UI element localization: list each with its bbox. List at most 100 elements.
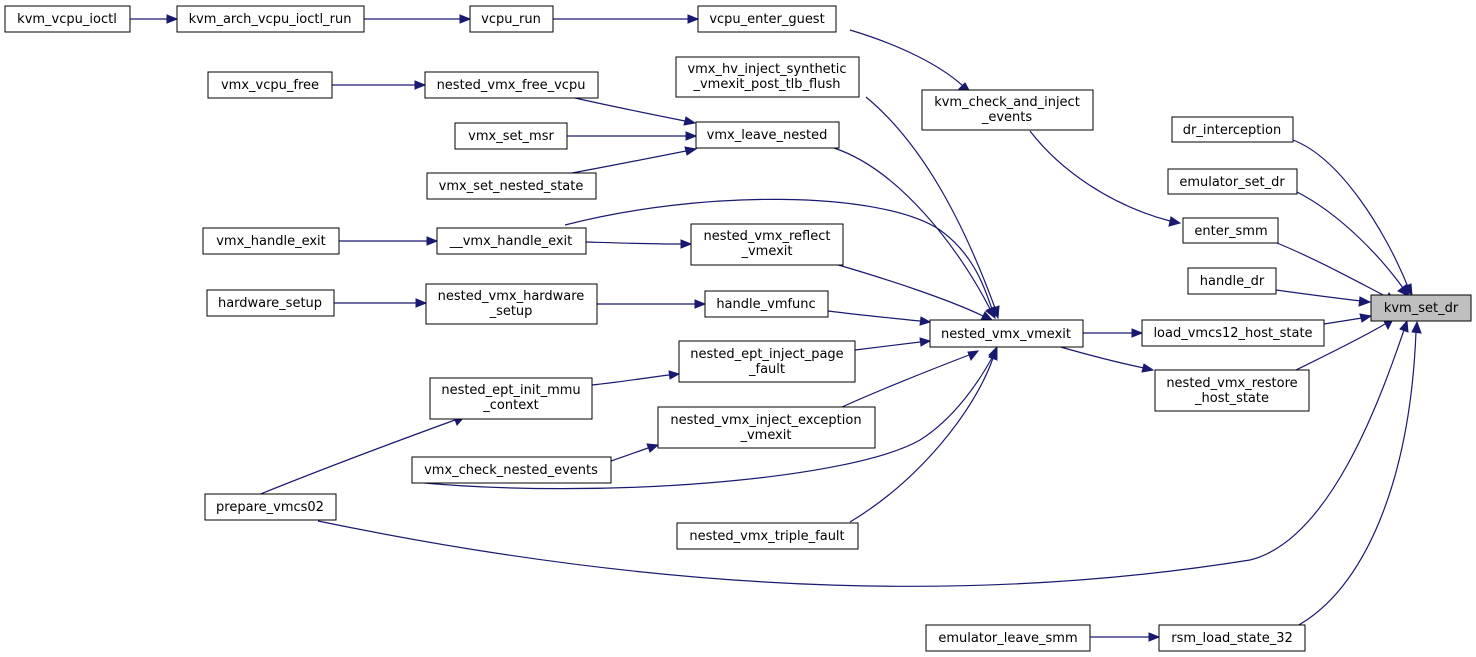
node-nested_vmx_triple_fault[interactable]: nested_vmx_triple_fault	[676, 522, 859, 550]
edge-rsm_load_state_32-kvm_set_dr	[1294, 320, 1422, 628]
node-vcpu_run[interactable]: vcpu_run	[469, 5, 554, 33]
node-load_vmcs12_host_state[interactable]: load_vmcs12_host_state	[1141, 319, 1325, 347]
node-kvm_vcpu_ioctl[interactable]: kvm_vcpu_ioctl	[4, 5, 131, 33]
node-label: vmx_set_nested_state	[439, 179, 584, 194]
node-label: vmx_vcpu_free	[221, 78, 319, 93]
edge-set_msr-leave_nested	[567, 131, 698, 141]
edge-vmx_handle_exit-__vmx_handle_exit	[339, 236, 439, 246]
edge-emulator_set_dr-kvm_set_dr	[1296, 191, 1410, 297]
node-label: _vmexit	[740, 244, 792, 259]
node-vmx_leave_nested[interactable]: vmx_leave_nested	[695, 121, 840, 149]
node-vcpu_enter_guest[interactable]: vcpu_enter_guest	[697, 5, 837, 33]
node-handle_vmfunc[interactable]: handle_vmfunc	[704, 290, 829, 318]
edge-free_vcpu-leave_nested	[574, 97, 697, 126]
node-label: _setup	[489, 304, 533, 319]
node-label: rsm_load_state_32	[1171, 631, 1293, 646]
node-rsm_load_state_32[interactable]: rsm_load_state_32	[1158, 624, 1306, 652]
node-label: kvm_vcpu_ioctl	[17, 12, 117, 27]
node-label: nested_ept_init_mmu	[441, 383, 580, 398]
edge-check_nested-inject_exception	[610, 443, 660, 462]
node-vmx_vcpu_free[interactable]: vmx_vcpu_free	[207, 71, 333, 99]
node-label: kvm_check_and_inject	[934, 95, 1080, 110]
edge-triple_fault-vmexit	[849, 347, 998, 523]
edge-vmexit-restore_host	[1056, 345, 1155, 373]
node-label: kvm_arch_vcpu_ioctl_run	[189, 12, 352, 27]
edge-__handle_exit-reflect	[585, 239, 693, 249]
node-emulator_leave_smm[interactable]: emulator_leave_smm	[925, 624, 1091, 652]
node-label: _context	[482, 398, 539, 413]
edge-inject_exception-vmexit	[841, 350, 980, 408]
node-vmx_handle_exit[interactable]: vmx_handle_exit	[202, 227, 340, 255]
node-label: vmx_check_nested_events	[424, 463, 598, 478]
node-label: vmx_set_msr	[468, 129, 554, 144]
node-nested_vmx_restore_host_state[interactable]: nested_vmx_restore _host_state	[1154, 369, 1310, 412]
node-prepare_vmcs02[interactable]: prepare_vmcs02	[204, 493, 337, 521]
node-label: hardware_setup	[218, 296, 322, 311]
edge-leave_nested-vmexit	[833, 147, 996, 320]
edge-handle_dr-kvm_set_dr	[1275, 289, 1372, 307]
node-label: load_vmcs12_host_state	[1153, 326, 1312, 341]
node-nested_ept_init_mmu_context[interactable]: nested_ept_init_mmu _context	[429, 377, 593, 420]
node-kvm_check_and_inject_events[interactable]: kvm_check_and_inject _events	[921, 89, 1094, 131]
edge-handle_exit-vmexit	[564, 198, 996, 320]
edge-vcpu_run-vcpu_enter_guest	[553, 14, 700, 24]
node-label: _vmexit_post_tlb_flush	[692, 77, 840, 92]
node-label: handle_vmfunc	[716, 297, 815, 312]
node-label: prepare_vmcs02	[216, 500, 324, 515]
node-enter_smm[interactable]: enter_smm	[1182, 217, 1279, 244]
edge-vcpu_free-free_vcpu	[332, 80, 427, 90]
node-label: nested_vmx_restore	[1166, 376, 1297, 391]
node-vmx_set_nested_state[interactable]: vmx_set_nested_state	[426, 172, 597, 200]
node-label: handle_dr	[1200, 274, 1265, 289]
node-label: vmx_hv_inject_synthetic	[687, 62, 846, 77]
node-__vmx_handle_exit[interactable]: __vmx_handle_exit	[436, 227, 587, 255]
edge-set_nested_state-leave_nested	[571, 146, 698, 174]
edge-vmexit-load_vmcs12	[1083, 328, 1144, 338]
node-dr_interception[interactable]: dr_interception	[1171, 116, 1294, 143]
node-nested_vmx_free_vcpu[interactable]: nested_vmx_free_vcpu	[424, 71, 599, 99]
edge-vcpu_enter_guest-check_inject	[849, 29, 972, 93]
node-vmx_set_msr[interactable]: vmx_set_msr	[454, 122, 568, 150]
node-label: emulator_leave_smm	[938, 631, 1077, 646]
edge-nested_hw-vmfunc	[597, 299, 707, 309]
node-vmx_check_nested_events[interactable]: vmx_check_nested_events	[411, 456, 612, 484]
node-label: nested_vmx_hardware	[438, 289, 585, 304]
edge-vmfunc-vmexit	[827, 310, 932, 326]
node-label: dr_interception	[1183, 123, 1281, 138]
node-label: enter_smm	[1194, 224, 1267, 239]
node-label: nested_ept_inject_page	[690, 347, 843, 362]
node-nested_vmx_inject_exception_vmexit[interactable]: nested_vmx_inject_exception _vmexit	[657, 406, 876, 449]
edge-load_vmcs12-kvm_set_dr	[1323, 313, 1373, 325]
edge-reflect-vmexit	[834, 263, 994, 321]
node-nested_ept_inject_page_fault[interactable]: nested_ept_inject_page _fault	[678, 340, 856, 383]
node-label: vmx_handle_exit	[216, 234, 326, 249]
node-nested_vmx_reflect_vmexit[interactable]: nested_vmx_reflect _vmexit	[690, 223, 844, 266]
node-vmx_hv_inject_synthetic[interactable]: vmx_hv_inject_synthetic _vmexit_post_tlb…	[675, 56, 860, 98]
node-label: __vmx_handle_exit	[449, 234, 573, 249]
node-label: kvm_set_dr	[1384, 301, 1459, 316]
edge-ept_inject-vmexit	[854, 337, 932, 351]
node-label: nested_vmx_reflect	[704, 229, 831, 244]
node-label: _vmexit	[739, 428, 791, 443]
node-nested_vmx_hardware_setup[interactable]: nested_vmx_hardware _setup	[425, 283, 598, 325]
node-nested_vmx_vmexit[interactable]: nested_vmx_vmexit	[929, 319, 1084, 348]
node-label: nested_vmx_inject_exception	[670, 413, 861, 428]
node-handle_dr[interactable]: handle_dr	[1187, 267, 1277, 295]
node-kvm_set_dr[interactable]: kvm_set_dr	[1370, 294, 1472, 322]
node-label: nested_vmx_free_vcpu	[437, 78, 586, 93]
edge-kvm_vcpu_ioctl-kvm_arch	[130, 14, 179, 24]
node-label: nested_vmx_triple_fault	[689, 529, 844, 544]
edge-check_inject-enter_smm	[1029, 130, 1182, 227]
node-emulator_set_dr[interactable]: emulator_set_dr	[1167, 168, 1298, 195]
node-label: _host_state	[1194, 391, 1269, 406]
node-hardware_setup[interactable]: hardware_setup	[206, 289, 335, 317]
edge-dr_interception-kvm_set_dr	[1292, 139, 1413, 297]
edge-kvm_arch-vcpu_run	[364, 14, 472, 24]
edge-emulator_leave_smm-rsm_load	[1090, 632, 1161, 642]
node-label: emulator_set_dr	[1179, 175, 1285, 190]
edge-init_mmu-ept_inject	[591, 370, 681, 386]
node-kvm_arch_vcpu_ioctl_run[interactable]: kvm_arch_vcpu_ioctl_run	[176, 5, 365, 33]
node-label: _events	[981, 110, 1033, 125]
node-label: vcpu_run	[481, 12, 541, 27]
edge-prepare_vmcs02-kvm_set_dr	[317, 319, 1409, 587]
